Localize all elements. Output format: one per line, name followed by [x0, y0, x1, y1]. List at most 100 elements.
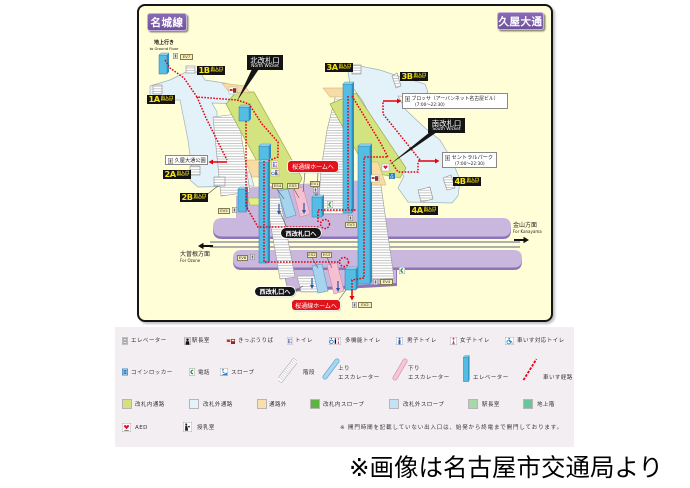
- phone-icon: [189, 368, 195, 376]
- wheelchair-route-turn: [338, 256, 350, 268]
- stairs-icon: [278, 358, 297, 383]
- entrance-label-en: Entrance: [338, 67, 350, 71]
- phone-icon: [399, 267, 405, 274]
- legend-label: きっぷうりば: [238, 338, 274, 344]
- area-color-swatch: [523, 399, 533, 409]
- down-escalator-icon: [392, 358, 408, 381]
- wheelchair-route-segment: [389, 159, 419, 173]
- area-color-swatch: [189, 399, 199, 409]
- legend-label: 女子トイレ: [460, 338, 490, 344]
- to-sakura-dori-platform-label: 桜通線ホームへ: [288, 161, 338, 172]
- arrow-down-icon: [310, 285, 314, 289]
- equipment-tag-ev6: EV6: [237, 255, 248, 261]
- legend-label: AED: [135, 424, 148, 431]
- area-color-swatch: [257, 399, 267, 409]
- wheelchair-route-segment: [317, 209, 356, 222]
- south-wicket-pointer: [389, 132, 437, 165]
- entrance-stairs-1b: [185, 65, 196, 74]
- elevator-ev2-top: [344, 266, 359, 270]
- legend-label: 駅長室: [482, 402, 500, 408]
- legend-label: コインロッカー: [131, 370, 173, 376]
- legend-label: 多機能トイレ: [345, 338, 381, 344]
- legend-label: 改札外スロープ: [403, 402, 445, 408]
- wheelchair-route-turn: [319, 218, 331, 230]
- entrance-label-ja: 出入口: [210, 65, 224, 71]
- facility-central-park: セントラルパーク (7:00〜22:30): [442, 152, 497, 168]
- elevator-sign-icon: [250, 254, 255, 260]
- entrance-id: 2B: [181, 192, 194, 202]
- direction-label-ja: 金山方面: [513, 222, 538, 229]
- legend-label: 通路外: [269, 402, 287, 408]
- stairs-west: [212, 113, 251, 197]
- legend-label: 授乳室: [197, 424, 215, 431]
- area-color-swatch: [468, 399, 478, 409]
- elevator-sign-icon: [122, 337, 128, 345]
- equipment-tag-es2: ES2: [307, 252, 317, 258]
- entrance-label-ja: 出入口: [466, 176, 480, 182]
- facility-name: 久屋大通公園: [174, 157, 206, 164]
- entrance-id: 3B: [401, 71, 414, 81]
- entrance-stairs-4a: [417, 186, 434, 203]
- legend-label-bottom: エスカレーター: [408, 375, 450, 381]
- wheelchair-route-segment: [164, 59, 279, 162]
- legend-label: トイレ: [295, 338, 313, 344]
- legend-label: 電話: [198, 370, 210, 376]
- to-west-wicket-label: 西改札口へ: [281, 228, 321, 238]
- womens-toilet-icon: [450, 337, 457, 345]
- elevator-shaft-east: [357, 143, 373, 285]
- legend-label: 車いす経路: [543, 375, 573, 381]
- entrance-stairs-2a: [189, 165, 201, 176]
- area-color-swatch: [389, 399, 399, 409]
- coin-locker-icon: [122, 368, 128, 376]
- entrance-id: 1B: [198, 65, 211, 75]
- toilet-icon: [271, 160, 279, 169]
- entrance-stairs-1a: [152, 84, 163, 95]
- entrance-id: 4B: [454, 176, 467, 186]
- legend-label: エレベーター: [131, 338, 167, 344]
- wheelchair-route-icon: [522, 358, 538, 381]
- elevator-ev7-top: [158, 52, 170, 56]
- elevator-north-concourse-front: [258, 145, 270, 161]
- leader-line: [294, 285, 304, 292]
- elevator-sign-icon: [404, 95, 410, 102]
- map-legend: エレベーター 駅長室 きっぷうりば トイレ 多機能トイレ 男子トイレ 女子トイレ…: [115, 327, 574, 447]
- ticket-machine-icon: [370, 174, 380, 183]
- up-escalator-icon: [322, 358, 340, 380]
- entrance-label-en: Entrance: [193, 197, 205, 201]
- legend-label: 改札外通路: [203, 402, 233, 408]
- elevator-north-concourse-top: [258, 143, 272, 147]
- south-wicket-label-ja: 南改札口: [431, 118, 462, 128]
- legend-label: エレベーター: [473, 375, 509, 381]
- multipurpose-toilet-icon: [270, 168, 280, 177]
- legend-label: 改札内通路: [135, 402, 165, 408]
- facility-brossa: ブロッサ（アーバンネット名古屋ビル） (7:00〜22:30): [402, 93, 508, 109]
- elevator-north-concourse: [258, 143, 272, 161]
- entrance-label-ja: 出入口: [423, 205, 437, 211]
- leader-line: [314, 192, 317, 197]
- entrance-stairs-3a: [351, 64, 362, 75]
- subway-line-badge: 名城線: [147, 13, 187, 31]
- to-sakura-dori-platform-label: 桜通線ホームへ: [292, 300, 340, 310]
- legend-label: スロープ: [231, 370, 255, 376]
- elevator-ev1: [311, 194, 325, 218]
- direction-label-ja: 大曽根方面: [180, 251, 211, 258]
- equipment-tag-ev3: EV3: [345, 222, 357, 228]
- arrow-down-icon: [349, 296, 355, 301]
- mens-toilet-icon: [396, 337, 403, 345]
- leader-line: [337, 289, 347, 302]
- phone-icon: [327, 201, 333, 208]
- south-wicket-label-en: South Wicket: [432, 126, 461, 132]
- entrance-label-en: Entrance: [210, 70, 222, 74]
- to-west-wicket-label: 西改札口へ: [255, 287, 295, 296]
- facility-hisaya-odori-park: 久屋大通公園: [165, 155, 208, 165]
- legend-label: 駅長室: [192, 338, 210, 344]
- nursing-room-icon: [183, 422, 192, 432]
